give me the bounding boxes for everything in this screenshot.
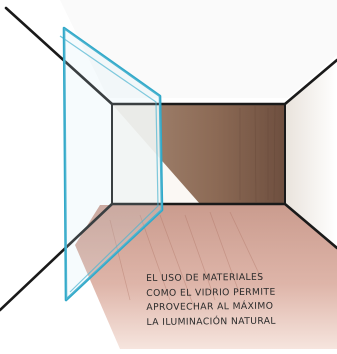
right-wall bbox=[285, 62, 337, 245]
floor-texture bbox=[109, 211, 263, 311]
glass-reflection bbox=[64, 28, 162, 300]
light-diagonal bbox=[112, 104, 200, 204]
room-outline bbox=[0, 6, 337, 312]
back-wall-texture bbox=[239, 105, 276, 203]
caption: EL USO DE MATERIALES COMO EL VIDRIO PERM… bbox=[146, 270, 335, 330]
glass-frame bbox=[59, 26, 164, 302]
caption-line-4: LA ILUMINACIÓN NATURAL bbox=[146, 315, 276, 328]
floor-shading bbox=[75, 205, 337, 349]
